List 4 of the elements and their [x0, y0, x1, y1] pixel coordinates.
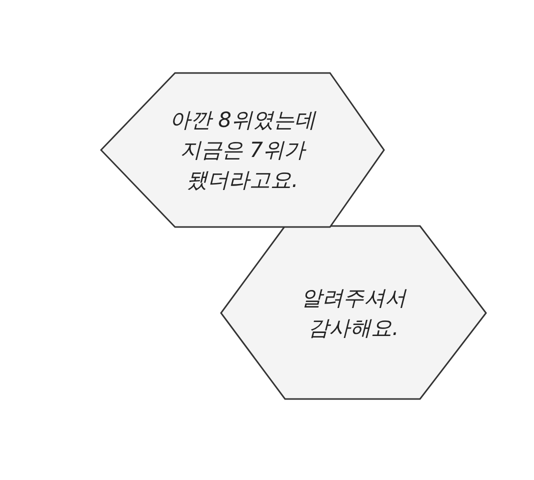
dialogue-text: 알려주셔서 감사해요. [300, 284, 408, 342]
dialogue-text: 아깐 8위였는데 지금은 7위가 됐더라고요. [168, 107, 318, 194]
speech-bubble [220, 225, 487, 400]
speech-bubble [100, 72, 385, 228]
